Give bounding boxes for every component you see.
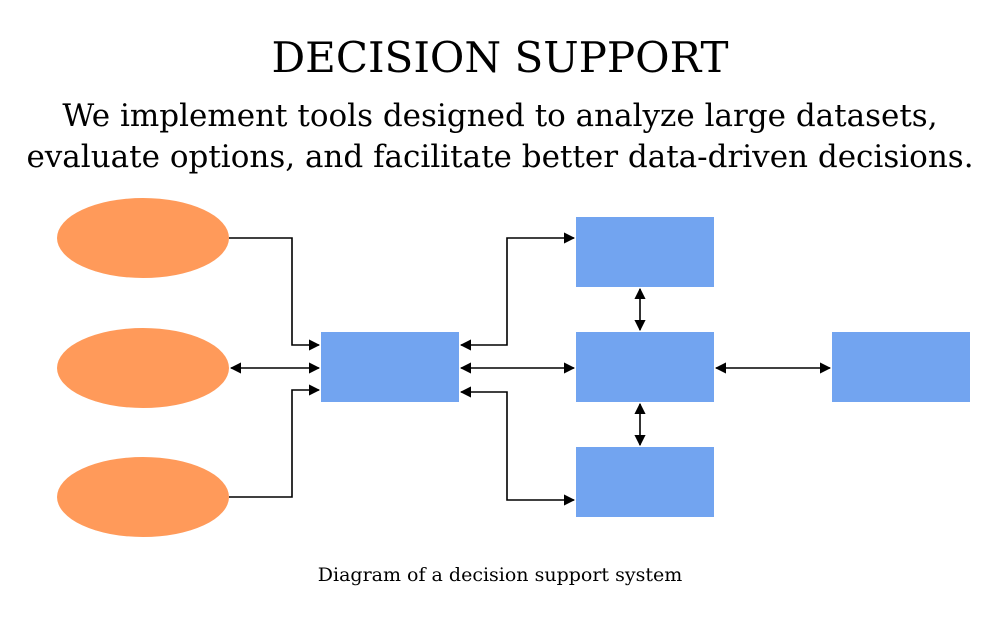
source-ellipse-bottom (57, 457, 229, 537)
source-ellipse-top (57, 198, 229, 278)
connector-hub-bottom-module (459, 386, 576, 506)
bottom-module-box (576, 447, 714, 517)
connector-bottom-ellipse-to-hub (229, 384, 321, 498)
subtitle-line-1: We implement tools designed to analyze l… (62, 98, 938, 134)
diagram-caption: Diagram of a decision support system (317, 564, 683, 586)
page-subtitle: We implement tools designed to analyze l… (0, 96, 1000, 178)
connector-top-ellipse-to-hub (229, 237, 321, 351)
connector-hub-top-module (459, 232, 576, 351)
top-module-box (576, 217, 714, 287)
page-title: DECISION SUPPORT (271, 33, 729, 82)
source-ellipse-middle (57, 328, 229, 408)
core-module-box (576, 332, 714, 402)
output-box (832, 332, 970, 402)
subtitle-line-2: evaluate options, and facilitate better … (26, 139, 974, 175)
central-hub-box (321, 332, 459, 402)
